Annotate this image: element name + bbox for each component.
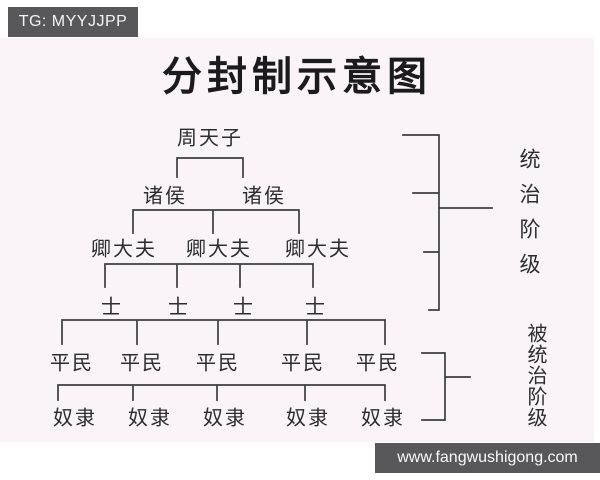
tree-node-nuli-3: 奴隶 bbox=[203, 407, 247, 430]
tree-node-qingdafu-1: 卿大夫 bbox=[91, 238, 157, 261]
tree-node-zhuhou-1: 诸侯 bbox=[143, 185, 187, 208]
diagram-background bbox=[0, 38, 594, 442]
tree-node-pingmin-5: 平民 bbox=[356, 352, 400, 375]
tree-node-nuli-5: 奴隶 bbox=[361, 407, 405, 430]
tree-node-pingmin-2: 平民 bbox=[120, 352, 164, 375]
tree-node-zhuhou-2: 诸侯 bbox=[242, 185, 286, 208]
watermark-bar-text: www.fangwushigong.com bbox=[397, 449, 578, 466]
tree-node-shi-4: 士 bbox=[305, 296, 327, 319]
label-ruling-class: 统治阶级 bbox=[517, 148, 541, 288]
tree-node-pingmin-4: 平民 bbox=[281, 352, 325, 375]
tree-node-pingmin-3: 平民 bbox=[196, 352, 240, 375]
tree-node-qingdafu-3: 卿大夫 bbox=[285, 238, 351, 261]
label-ruled-class: 被统治阶级 bbox=[524, 323, 546, 428]
tree-node-zhoutianzi: 周天子 bbox=[177, 127, 243, 150]
watermark-bar-bottom-right: www.fangwushigong.com bbox=[375, 443, 600, 473]
diagram-title: 分封制示意图 bbox=[162, 54, 432, 99]
watermark-badge-text: TG: MYYJJPP bbox=[18, 13, 128, 30]
tree-node-shi-3: 士 bbox=[233, 296, 255, 319]
tree-node-nuli-4: 奴隶 bbox=[286, 407, 330, 430]
watermark-badge-top-left: TG: MYYJJPP bbox=[8, 7, 138, 37]
tree-node-nuli-1: 奴隶 bbox=[53, 407, 97, 430]
tree-node-shi-1: 士 bbox=[101, 296, 123, 319]
tree-node-shi-2: 士 bbox=[168, 296, 190, 319]
tree-node-nuli-2: 奴隶 bbox=[128, 407, 172, 430]
tree-node-qingdafu-2: 卿大夫 bbox=[186, 238, 252, 261]
tree-node-pingmin-1: 平民 bbox=[50, 352, 94, 375]
